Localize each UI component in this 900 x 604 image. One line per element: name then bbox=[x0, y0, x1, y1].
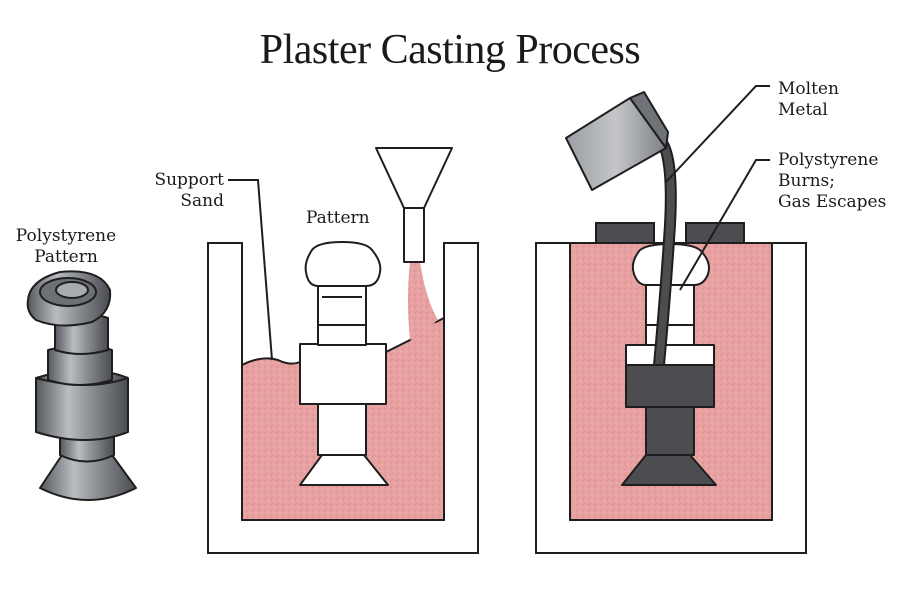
label-line: Pattern bbox=[34, 247, 98, 267]
label-line: Molten bbox=[778, 79, 839, 99]
flask-wall-1 bbox=[207, 242, 479, 554]
label-line: Polystyrene bbox=[15, 226, 117, 246]
molten-metal-casting bbox=[621, 364, 717, 486]
label-pattern: Pattern bbox=[306, 208, 370, 228]
leader-lines bbox=[228, 85, 770, 361]
ladle bbox=[565, 91, 669, 191]
label-line: Support bbox=[154, 170, 224, 190]
label-support-sand: Support Sand bbox=[144, 170, 224, 212]
label-line: Burns; bbox=[778, 171, 835, 191]
mold-stage-2 bbox=[535, 91, 807, 554]
molten-metal-stream bbox=[652, 139, 677, 366]
pattern-shape bbox=[299, 241, 389, 486]
label-line: Polystyrene bbox=[778, 150, 879, 170]
diagram-title: Plaster Casting Process bbox=[259, 27, 641, 73]
label-line: Metal bbox=[778, 100, 828, 120]
label-molten-metal: Molten Metal bbox=[778, 79, 839, 121]
polystyrene-pattern-illustration bbox=[26, 270, 137, 501]
mold-stage-1 bbox=[207, 147, 479, 554]
label-line: Gas Escapes bbox=[778, 192, 887, 212]
funnel bbox=[375, 147, 453, 263]
label-polystyrene-pattern: Polystyrene Pattern bbox=[2, 226, 130, 268]
label-polystyrene-burns: Polystyrene Burns; Gas Escapes bbox=[778, 150, 886, 213]
label-line: Sand bbox=[180, 191, 224, 211]
